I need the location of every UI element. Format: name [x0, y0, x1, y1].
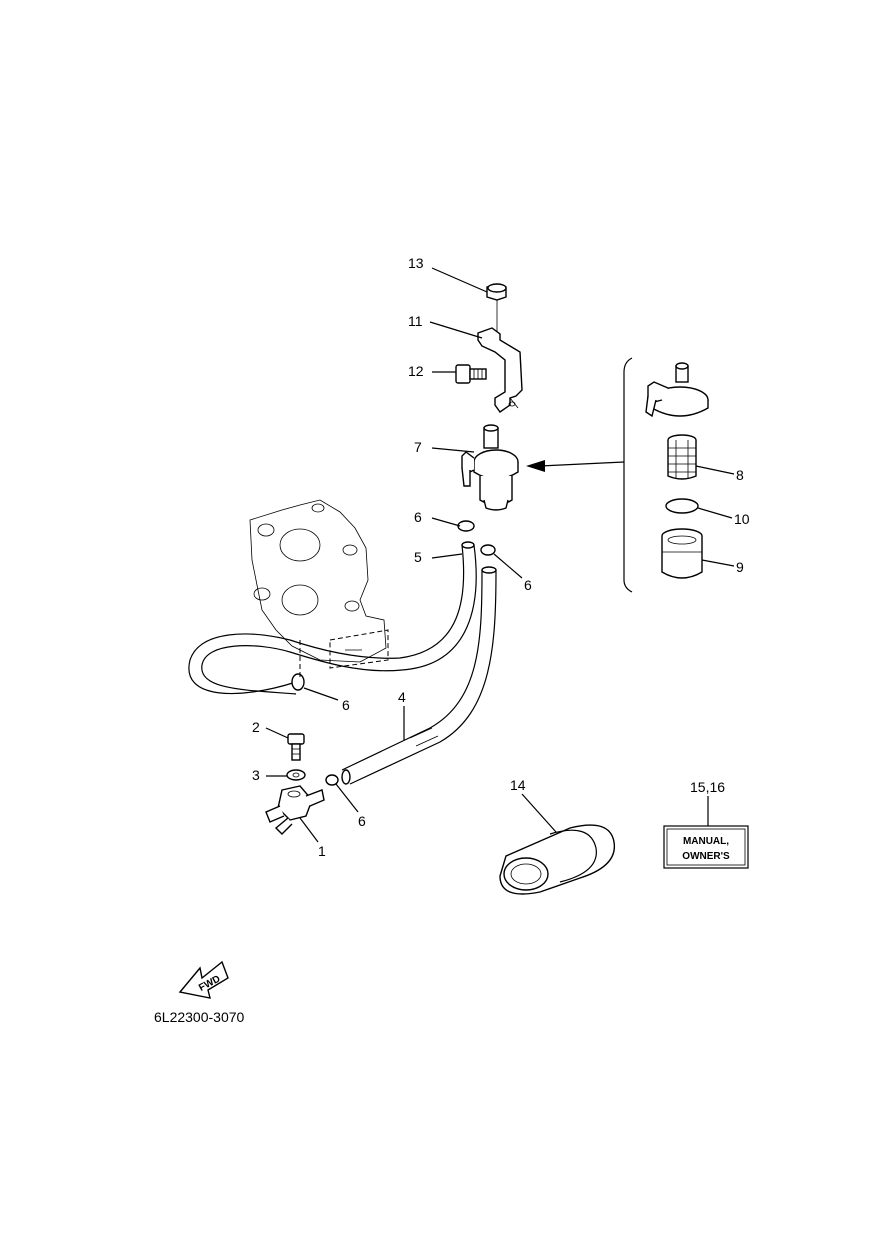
clip-6-joint	[325, 774, 339, 786]
callout-15-16: 15,16	[690, 779, 725, 795]
leader-6d	[335, 783, 359, 813]
leader-14	[521, 793, 557, 833]
washer-3	[286, 769, 306, 781]
callout-11: 11	[408, 313, 423, 329]
owners-manual-15-16: MANUAL, OWNER'S	[663, 825, 749, 869]
callout-2: 2	[252, 719, 260, 735]
diagram-code: 6L22300-3070	[154, 1009, 245, 1025]
leader-13	[431, 267, 488, 293]
clip-6-upper	[457, 520, 475, 532]
o-ring-10	[665, 498, 699, 514]
callout-6a: 6	[414, 509, 422, 525]
screw-2	[287, 733, 305, 761]
detail-arrow-line	[539, 461, 625, 467]
callout-10: 10	[734, 511, 750, 527]
clip-6-right	[480, 544, 496, 556]
fuel-hose-4	[341, 566, 497, 785]
callout-13: 13	[408, 255, 424, 271]
leader-6c	[303, 687, 339, 701]
filter-cup-9	[661, 528, 703, 579]
fuel-hose-5	[188, 541, 477, 695]
leader-5	[431, 553, 463, 559]
callout-8: 8	[736, 467, 744, 483]
detail-bracket	[623, 357, 633, 593]
detail-arrow-head	[526, 460, 545, 472]
callout-6c: 6	[342, 697, 350, 713]
callout-9: 9	[736, 559, 744, 575]
leader-7	[431, 447, 475, 453]
filter-top-detail	[645, 362, 709, 418]
callout-4: 4	[398, 689, 406, 705]
callout-7: 7	[414, 439, 422, 455]
fuel-filter-7	[461, 424, 519, 511]
leader-11	[429, 321, 483, 339]
carburetor-outline	[249, 499, 389, 680]
bracket-11	[477, 327, 523, 413]
callout-12: 12	[408, 363, 424, 379]
bolt-12	[455, 364, 487, 384]
nut-13	[486, 283, 507, 340]
callout-14: 14	[510, 777, 526, 793]
callout-6b: 6	[524, 577, 532, 593]
callout-1: 1	[318, 843, 326, 859]
fwd-arrow-icon: FWD	[178, 960, 229, 999]
leader-6b	[493, 553, 523, 579]
callout-6d: 6	[358, 813, 366, 829]
manual-label-line2: OWNER'S	[682, 851, 730, 862]
filter-element-8	[667, 434, 697, 480]
callout-3: 3	[252, 767, 260, 783]
callout-5: 5	[414, 549, 422, 565]
fuel-joint-1	[265, 785, 325, 835]
leader-10	[697, 507, 733, 519]
leader-1	[299, 817, 319, 843]
manual-label-line1: MANUAL,	[683, 836, 729, 847]
leader-2	[265, 727, 289, 739]
clip-6-lower	[291, 673, 305, 691]
leader-6a	[431, 517, 461, 527]
bag-14	[499, 824, 616, 895]
leader-8	[695, 465, 735, 475]
leader-9	[701, 559, 735, 567]
